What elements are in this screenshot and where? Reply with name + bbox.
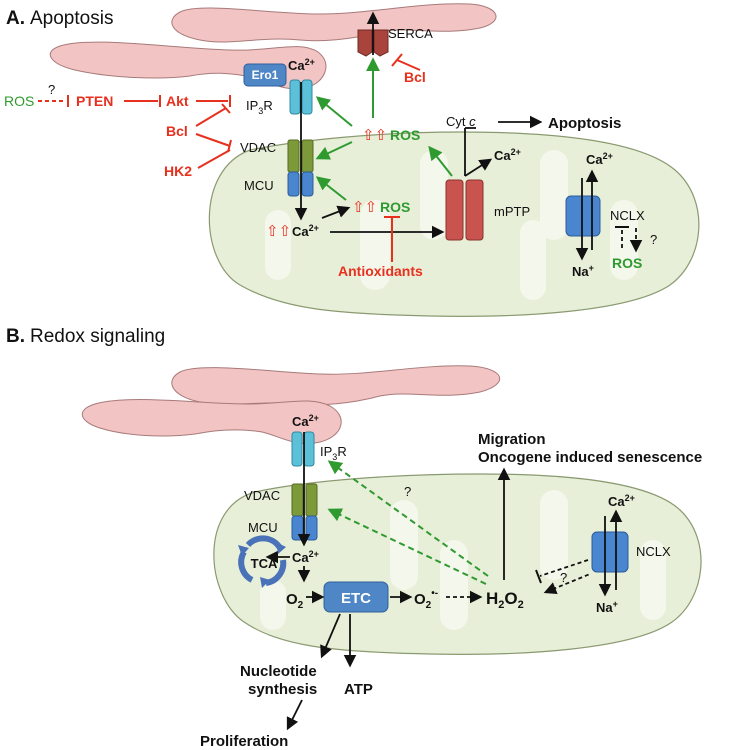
panel-a-letter: A.: [6, 8, 25, 29]
pten-label: PTEN: [76, 93, 113, 109]
cristae-a: [265, 150, 638, 300]
panel-b-title: Redox signaling: [30, 326, 165, 347]
migration-label: Migration: [478, 431, 546, 448]
ros-mito-label: ROS: [380, 199, 410, 215]
panel-b-letter: B.: [6, 326, 25, 347]
ca-mito-a: Ca2+: [292, 223, 319, 239]
ros-mid-label: ROS: [390, 127, 420, 143]
apoptosis-label: Apoptosis: [548, 115, 621, 132]
mcu-label-b: MCU: [248, 520, 278, 535]
superoxide-label: O2•-: [414, 588, 438, 611]
ros-mid-arrows: ⇧⇧: [362, 127, 387, 144]
er-membrane-top-b: [171, 365, 501, 406]
vdac-channel-a: [287, 139, 314, 173]
mcu-label-a: MCU: [244, 178, 274, 193]
cytc-label: Cyt c: [446, 114, 476, 129]
o2-label: O2: [286, 591, 304, 611]
tca-cycle: [238, 535, 287, 588]
serca-pump: [357, 29, 389, 57]
atp-label: ATP: [344, 681, 373, 698]
question-nclx-a: ?: [650, 232, 657, 247]
nclx-box-a: [565, 195, 601, 237]
vdac-label-b: VDAC: [244, 488, 280, 503]
ca-mptp-label: Ca2+: [494, 147, 521, 163]
antioxidants-label: Antioxidants: [338, 263, 423, 279]
mptp-label: mPTP: [494, 204, 530, 219]
mcu-channel-a: [287, 171, 314, 197]
etc-label: ETC: [341, 590, 371, 607]
ip3r-channel-a: [289, 79, 313, 115]
nclx-label-a: NCLX: [610, 208, 645, 223]
ca-mito-b: Ca2+: [292, 549, 319, 565]
nclx-label-b: NCLX: [636, 544, 671, 559]
mptp-pore: [445, 179, 484, 241]
oncogene-label: Oncogene induced senescence: [478, 449, 702, 466]
question-mid-b: ?: [404, 484, 411, 499]
bcl-label: Bcl: [166, 123, 188, 139]
question-nclx-b: ?: [560, 570, 567, 585]
ip3r-label-a: IP3R: [246, 98, 273, 116]
ero1-label: Ero1: [252, 68, 279, 82]
hk2-label: HK2: [164, 163, 192, 179]
question-left: ?: [48, 82, 55, 97]
proliferation-label: Proliferation: [200, 733, 288, 750]
panel-a: A. Apoptosis SERCA Bcl Ero1 Ca2: [4, 3, 700, 317]
nclx-box-b: [591, 531, 629, 573]
na-nclx-b: Na+: [596, 599, 618, 615]
ip3r-label-b: IP3R: [320, 444, 347, 462]
serca-label: SERCA: [388, 26, 433, 41]
panel-a-title: Apoptosis: [30, 8, 113, 29]
ros-left-label: ROS: [4, 93, 34, 109]
na-nclx-a: Na+: [572, 263, 594, 279]
vdac-label-a: VDAC: [240, 140, 276, 155]
ca-nclx-a: Ca2+: [586, 151, 613, 167]
ros-nclx-label: ROS: [612, 255, 642, 271]
panel-b: B. Redox signaling Ca2+ IP3R VDAC: [6, 326, 702, 750]
nucleotide-label: Nucleotide: [240, 663, 317, 680]
ero1-box: [243, 63, 287, 87]
ca-mito-arrows: ⇧⇧: [266, 223, 291, 240]
er-membrane-top: [171, 3, 497, 43]
ros-mito-arrows: ⇧⇧: [352, 199, 377, 216]
h2o2-label: H2O2: [486, 589, 524, 611]
akt-label: Akt: [166, 93, 189, 109]
bcl-serca-label: Bcl: [404, 69, 426, 85]
bcl-serca-inhibition: [391, 53, 421, 71]
synthesis-label: synthesis: [248, 681, 317, 698]
ca-nclx-b: Ca2+: [608, 493, 635, 509]
ca-top-a: Ca2+: [288, 57, 315, 73]
tca-label: TCA: [251, 556, 278, 571]
ca-top-b: Ca2+: [292, 413, 319, 429]
ip3r-channel-b: [291, 431, 315, 467]
